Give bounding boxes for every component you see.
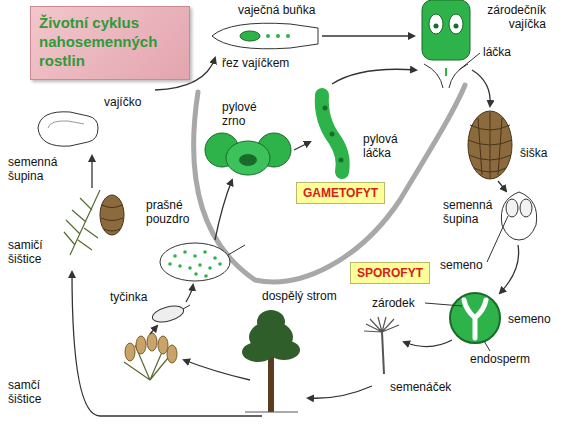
part-label: vaječná buňka <box>238 3 315 17</box>
part-label: zárodek <box>372 296 415 310</box>
part-label: dospělý strom <box>262 289 337 303</box>
part-label: šiška <box>520 146 547 160</box>
part-label: vajíčko <box>104 95 141 109</box>
part-label: endosperm <box>470 352 530 366</box>
part-label: prašné pouzdro <box>146 198 198 226</box>
phase-label: SPOROFYT <box>357 265 423 281</box>
part-label: semeno <box>508 312 551 326</box>
part-label: semenná šupina <box>8 155 66 183</box>
title-box: Životní cyklus nahosemenných rostlin <box>30 6 190 80</box>
phase-label: GAMETOFYT <box>303 185 378 201</box>
part-label: tyčinka <box>110 290 147 304</box>
phase-box: SPOROFYT <box>350 262 430 284</box>
part-label: semenáček <box>390 380 451 394</box>
part-label: semeno <box>440 258 483 272</box>
part-label: semenná šupina <box>443 198 499 226</box>
part-label: zárodečník vajíčka <box>472 3 546 31</box>
phase-box: GAMETOFYT <box>296 182 385 204</box>
part-label: samičí šištice <box>8 238 56 266</box>
title-text: Životní cyklus nahosemenných rostlin <box>39 13 181 70</box>
part-label: pylové zrno <box>222 100 274 128</box>
part-label: samčí šištice <box>8 378 54 406</box>
part-label: láčka <box>483 45 511 59</box>
part-label: řez vajíčkem <box>222 56 289 70</box>
part-label: pylová láčka <box>363 132 413 160</box>
